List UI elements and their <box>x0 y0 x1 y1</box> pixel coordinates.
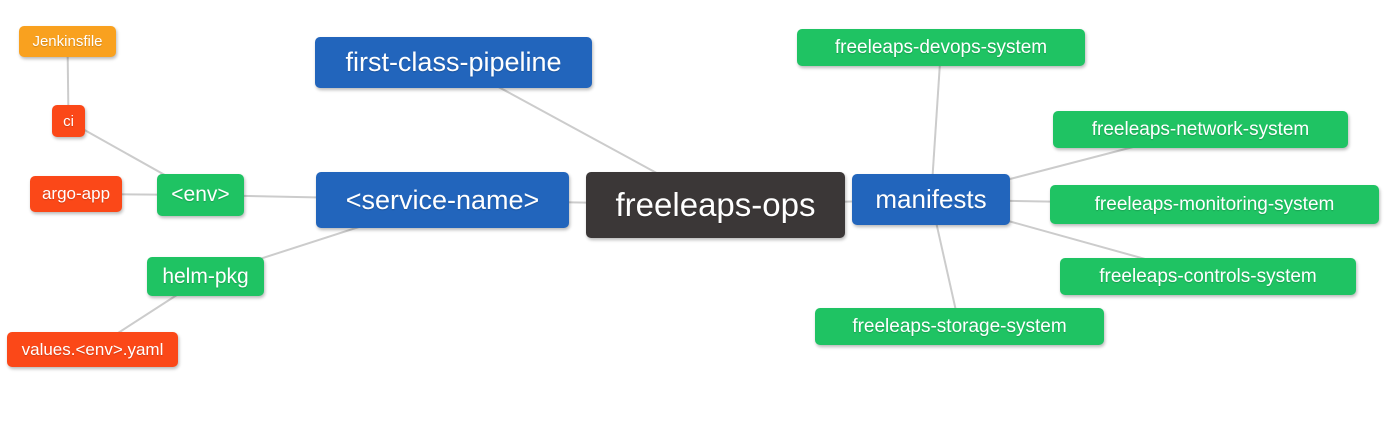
node-freeleaps-monitoring-system[interactable]: freeleaps-monitoring-system <box>1050 185 1379 224</box>
node-freeleaps-network-system[interactable]: freeleaps-network-system <box>1053 111 1348 148</box>
node-env[interactable]: <env> <box>157 174 244 216</box>
node-service-name[interactable]: <service-name> <box>316 172 569 228</box>
node-freeleaps-devops-system[interactable]: freeleaps-devops-system <box>797 29 1085 66</box>
node-freeleaps-ops[interactable]: freeleaps-ops <box>586 172 845 238</box>
node-freeleaps-storage-system[interactable]: freeleaps-storage-system <box>815 308 1104 345</box>
node-argo-app[interactable]: argo-app <box>30 176 122 212</box>
node-manifests[interactable]: manifests <box>852 174 1010 225</box>
node-freeleaps-controls-system[interactable]: freeleaps-controls-system <box>1060 258 1356 295</box>
node-jenkinsfile[interactable]: Jenkinsfile <box>19 26 116 57</box>
node-values-env-yaml[interactable]: values.<env>.yaml <box>7 332 178 367</box>
node-helm-pkg[interactable]: helm-pkg <box>147 257 264 296</box>
node-first-class-pipeline[interactable]: first-class-pipeline <box>315 37 592 88</box>
node-ci[interactable]: ci <box>52 105 85 137</box>
